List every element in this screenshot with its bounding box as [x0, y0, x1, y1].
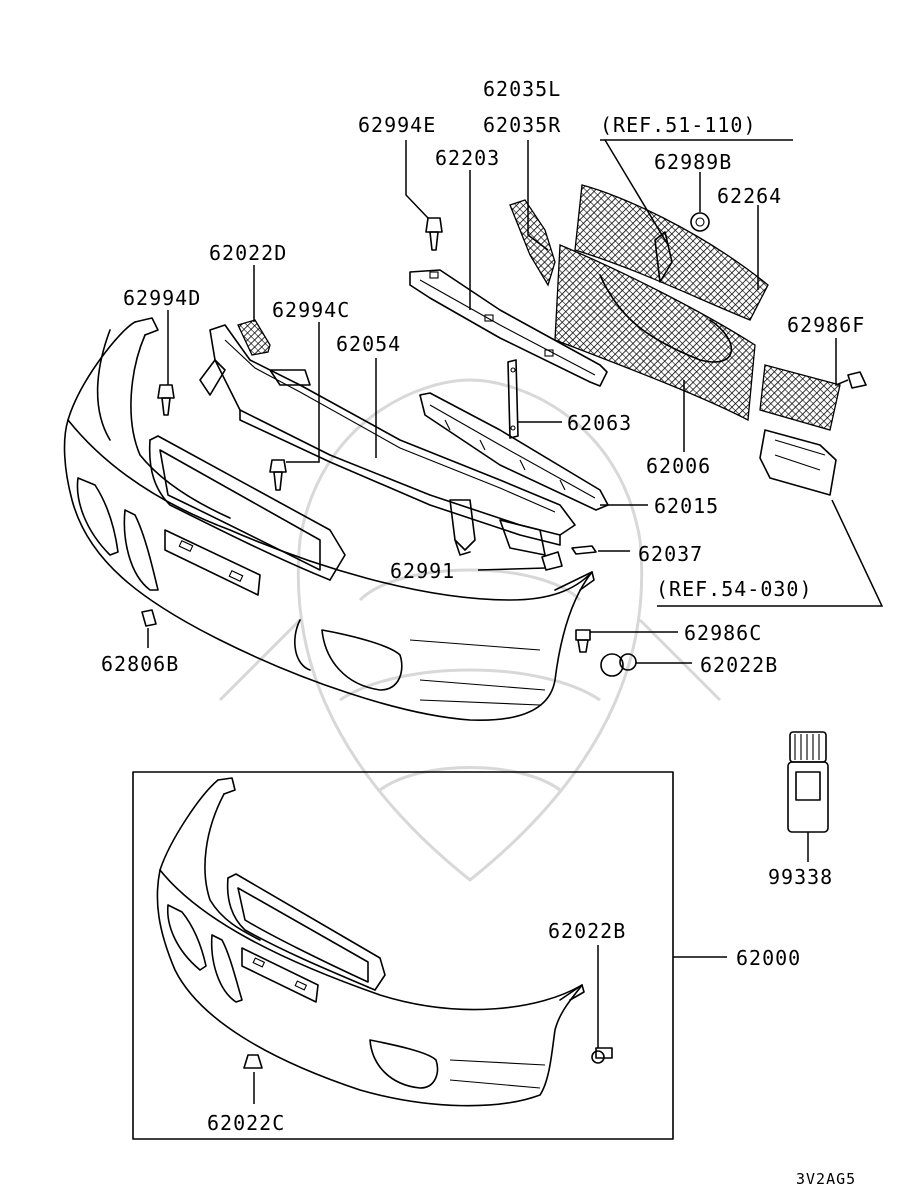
- label-62063: 62063: [567, 411, 633, 435]
- label-62989B: 62989B: [654, 150, 733, 174]
- label-62986C: 62986C: [684, 621, 763, 645]
- label-62994C: 62994C: [272, 298, 351, 322]
- label-62264: 62264: [717, 184, 783, 208]
- label-62022D: 62022D: [209, 241, 288, 265]
- label-62022B-inset: 62022B: [548, 919, 627, 943]
- bracket-62022D: [237, 319, 271, 356]
- stay-62063: [507, 359, 519, 439]
- label-62994D: 62994D: [123, 286, 202, 310]
- label-62203: 62203: [435, 146, 501, 170]
- drawing-code: 3V2AG5: [796, 1170, 857, 1188]
- inset-bumper-assembly: [156, 777, 613, 1107]
- label-62035R: 62035R: [483, 113, 562, 137]
- touch-up-tube-99338: [787, 731, 829, 833]
- watermark-emblem: [218, 378, 722, 882]
- label-ref-51-110: (REF.51-110): [600, 113, 757, 137]
- upper-bar-62203: [409, 269, 608, 387]
- label-62994E: 62994E: [358, 113, 437, 137]
- label-62006: 62006: [646, 454, 712, 478]
- fasteners: [141, 212, 867, 677]
- label-99338: 99338: [768, 865, 834, 889]
- label-ref-54-030: (REF.54-030): [656, 577, 813, 601]
- label-62806B: 62806B: [101, 652, 180, 676]
- label-62037: 62037: [638, 542, 704, 566]
- corner-mesh-62986F: [759, 364, 841, 496]
- label-62022C: 62022C: [207, 1111, 286, 1135]
- front-bumper-main: [63, 317, 595, 721]
- leader-lines: [147, 139, 884, 862]
- label-62035L: 62035L: [483, 77, 562, 101]
- label-62022B: 62022B: [700, 653, 779, 677]
- label-62054: 62054: [336, 332, 402, 356]
- label-62015: 62015: [654, 494, 720, 518]
- grille-mesh-62006: [554, 244, 756, 422]
- reinforcement-62054: [199, 324, 576, 556]
- label-62991: 62991: [390, 559, 456, 583]
- side-mesh-62035: [509, 199, 556, 287]
- label-62000: 62000: [736, 946, 802, 970]
- label-62986F: 62986F: [787, 313, 866, 337]
- inset-assembly-box: [132, 771, 727, 1140]
